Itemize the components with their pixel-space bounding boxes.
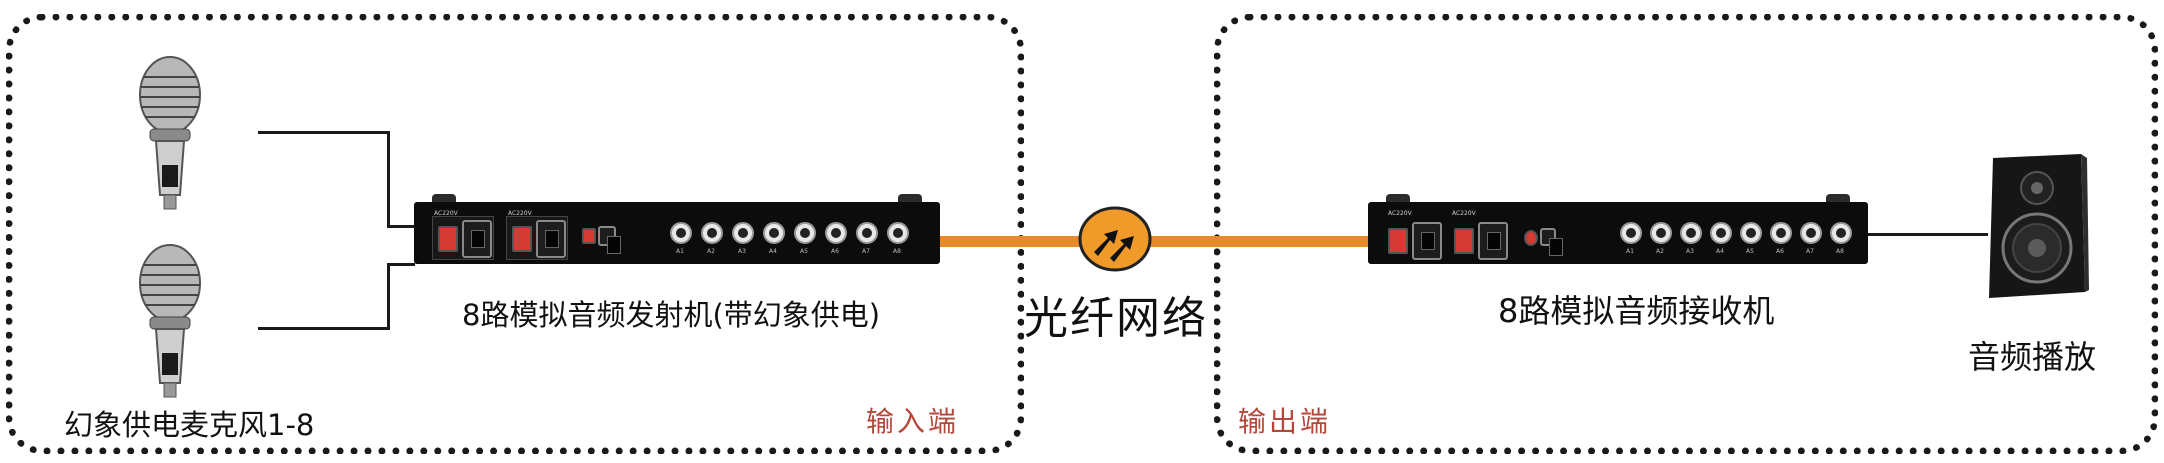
xlr-port — [1740, 222, 1762, 244]
reset-switch — [582, 228, 596, 244]
input-zone — [6, 14, 1024, 454]
xlr-port — [1830, 222, 1852, 244]
channel-label: A2 — [707, 248, 715, 255]
channel-label: A5 — [800, 248, 808, 255]
channel-label: A6 — [1776, 248, 1784, 255]
xlr-port — [1770, 222, 1792, 244]
channel-label: A4 — [769, 248, 777, 255]
channel-label: A1 — [676, 248, 684, 255]
microphone-icon — [139, 244, 201, 398]
channel-label: A3 — [738, 248, 746, 255]
power-socket — [462, 220, 492, 258]
output-zone — [1214, 14, 2158, 454]
xlr-port — [1800, 222, 1822, 244]
channel-label: A5 — [1746, 248, 1754, 255]
mic-wire — [387, 225, 415, 228]
output-zone-label: 输出端 — [1238, 405, 1332, 438]
xlr-port — [825, 222, 847, 244]
xlr-port — [1620, 222, 1642, 244]
transmitter-label: 8路模拟音频发射机(带幻象供电) — [462, 298, 881, 332]
channel-label: A1 — [1626, 248, 1634, 255]
channel-label: A7 — [1806, 248, 1814, 255]
power-switch — [1454, 228, 1474, 254]
speaker-icon — [1989, 154, 2089, 298]
mic-label: 幻象供电麦克风1-8 — [64, 408, 315, 442]
receiver-device: AC220V AC220V A1 A2 A3 A4 A5 A6 A7 A8 — [1368, 194, 1868, 264]
xlr-port — [670, 222, 692, 244]
input-zone-label: 输入端 — [866, 405, 960, 438]
mic-wire — [387, 131, 390, 227]
channel-label: A2 — [1656, 248, 1664, 255]
power-socket — [1478, 222, 1508, 260]
mic-wire — [387, 263, 390, 330]
fiber-network-icon — [1078, 206, 1152, 272]
mic-wire — [258, 131, 388, 134]
xlr-port — [856, 222, 878, 244]
reset-switch — [1524, 230, 1538, 246]
channel-label: A8 — [1836, 248, 1844, 255]
xlr-port — [1710, 222, 1732, 244]
xlr-port — [794, 222, 816, 244]
power-switch — [512, 226, 532, 252]
channel-label: A7 — [862, 248, 870, 255]
xlr-port — [763, 222, 785, 244]
xlr-port — [1680, 222, 1702, 244]
power-switch — [438, 226, 458, 252]
power-switch — [1388, 228, 1408, 254]
xlr-port — [701, 222, 723, 244]
receiver-label: 8路模拟音频接收机 — [1498, 292, 1775, 330]
power-socket — [536, 220, 566, 258]
channel-label: A6 — [831, 248, 839, 255]
channel-label: A8 — [893, 248, 901, 255]
speaker-wire — [1868, 233, 1988, 236]
speaker-label: 音频播放 — [1968, 338, 2097, 376]
mic-wire — [258, 327, 388, 330]
channel-label: A4 — [1716, 248, 1724, 255]
fiber-link — [940, 236, 1088, 247]
network-label: 光纤网络 — [1024, 293, 1208, 344]
power-socket — [1412, 222, 1442, 260]
microphone-icon — [139, 56, 201, 210]
xlr-port — [732, 222, 754, 244]
mic-wire — [387, 263, 415, 266]
channel-label: A3 — [1686, 248, 1694, 255]
transmitter-device: AC220V AC220V A1 A2 A3 A4 A5 A6 A7 A8 — [414, 194, 940, 264]
xlr-port — [1650, 222, 1672, 244]
xlr-port — [887, 222, 909, 244]
fiber-link — [1144, 236, 1368, 247]
